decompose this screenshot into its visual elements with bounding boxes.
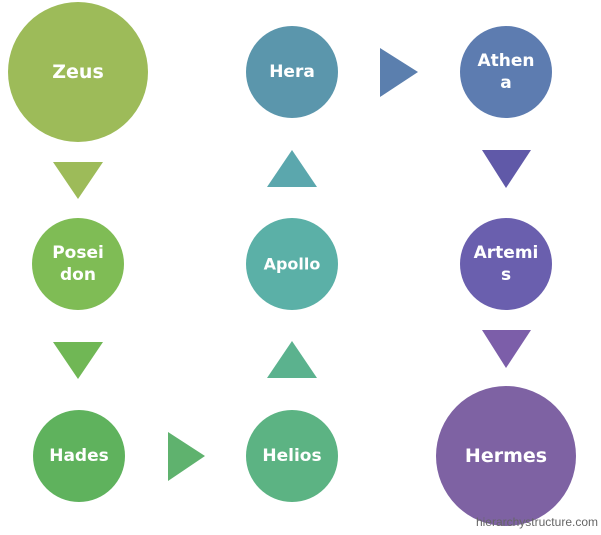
node-artemis-circle [460,218,552,310]
node-helios: Helios [246,410,338,502]
node-zeus: Zeus [8,2,148,142]
node-helios-circle [246,410,338,502]
node-athena-label: a [500,73,511,93]
node-artemis-label: s [501,265,511,285]
node-hera-label: Hera [269,62,315,82]
node-hera: Hera [246,26,338,118]
node-hermes-label: Hermes [465,445,547,467]
arrow-artemis-to-hermes-icon [482,330,531,368]
node-poseidon-circle [32,218,124,310]
arrow-hera-to-athena-icon [380,48,418,97]
node-poseidon-label: Posei [52,243,104,263]
node-athena-label: Athen [477,51,534,71]
node-hades-circle [33,410,125,502]
arrow-zeus-to-poseidon-icon [53,162,103,199]
node-hermes-circle [436,386,576,526]
node-poseidon-label: don [60,265,96,285]
arrow-hades-to-helios-icon [168,432,205,481]
node-apollo: Apollo [246,218,338,310]
node-hades: Hades [33,410,125,502]
node-zeus-label: Zeus [52,61,104,83]
node-apollo-circle [246,218,338,310]
node-apollo-label: Apollo [264,255,321,274]
node-artemis-label: Artemi [474,243,539,263]
arrow-poseidon-to-hades-icon [53,342,103,379]
node-hades-label: Hades [49,446,109,466]
arrow-apollo-to-hera-icon [267,150,317,187]
node-hera-circle [246,26,338,118]
node-helios-label: Helios [262,446,321,466]
node-zeus-circle [8,2,148,142]
arrow-athena-to-artemis-icon [482,150,531,188]
node-athena-circle [460,26,552,118]
watermark-text: hierarchystructure.com [475,515,598,529]
node-hermes: Hermes [436,386,576,526]
arrow-helios-to-apollo-icon [267,341,317,378]
